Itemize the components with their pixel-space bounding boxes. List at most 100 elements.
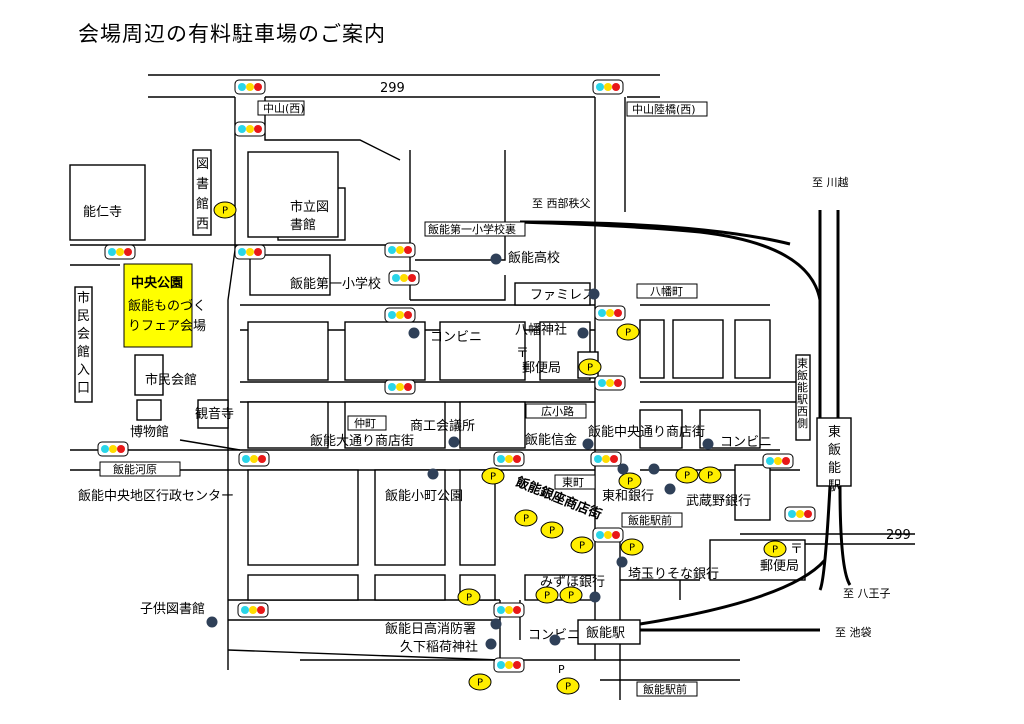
traffic-light-icon	[594, 305, 626, 321]
label-daiichi-school-ura: 飯能第一小学校裏	[428, 222, 516, 236]
landmark-dot-icon	[490, 618, 502, 630]
traffic-light-icon	[238, 451, 270, 467]
landmark-dot-icon	[485, 638, 497, 650]
parking-icon[interactable]: P	[481, 467, 505, 485]
traffic-light-icon	[592, 79, 624, 95]
landmark-dot-icon	[448, 436, 460, 448]
label-hanno-ekimae-2: 飯能駅前	[643, 682, 687, 696]
museum-building	[136, 399, 162, 421]
label-kodomo-library: 子供図書館	[140, 602, 205, 617]
svg-text:P: P	[466, 593, 472, 604]
label-civic-hall-entrance: 市民会館入口	[77, 290, 90, 396]
traffic-light-icon	[384, 307, 416, 323]
parking-icon[interactable]: P	[698, 466, 722, 484]
svg-text:P: P	[523, 514, 529, 525]
label-komachi-park: 飯能小町公園	[385, 489, 463, 504]
label-chuo-dori-shotengai: 飯能中央通り商店街	[588, 425, 705, 440]
label-gyosei-center: 飯能中央地区行政センター	[78, 489, 234, 504]
parking-icon[interactable]: P	[514, 509, 538, 527]
label-higashimachi: 東町	[562, 476, 584, 489]
svg-text:P: P	[707, 471, 713, 482]
traffic-light-icon	[784, 506, 816, 522]
label-convenience-2: コンビニ	[720, 435, 772, 450]
traffic-light-icon	[234, 244, 266, 260]
library-west-box	[192, 149, 212, 236]
traffic-light-icon	[590, 451, 622, 467]
parking-icon[interactable]: P	[616, 323, 640, 341]
landmark-dot-icon	[549, 634, 561, 646]
label-hachiman-shrine: 八幡神社	[515, 322, 567, 338]
landmark-dot-icon	[589, 591, 601, 603]
higashi-hanno-station-box[interactable]	[816, 417, 852, 487]
post-office-1-icon: 〒	[516, 346, 529, 361]
direction-kawagoe: 至 川越	[812, 175, 849, 189]
traffic-light-icon	[104, 244, 136, 260]
svg-text:P: P	[629, 543, 635, 554]
svg-text:P: P	[625, 328, 631, 339]
svg-text:P: P	[568, 591, 574, 602]
label-daiichi-school: 飯能第一小学校	[290, 276, 381, 292]
landmark-dot-icon	[588, 288, 600, 300]
hanno-station-box[interactable]	[577, 619, 641, 645]
parking-icon[interactable]: P	[675, 466, 699, 484]
civic-hall-building	[134, 354, 164, 396]
label-post-office-2: 郵便局	[760, 559, 799, 574]
parking-icon[interactable]: P	[535, 586, 559, 604]
landmark-dot-icon	[702, 438, 714, 450]
label-hachimancho: 八幡町	[650, 284, 683, 298]
svg-text:P: P	[565, 682, 571, 693]
label-post-office-1: 郵便局	[522, 361, 561, 376]
svg-text:P: P	[544, 591, 550, 602]
label-hanno-high: 飯能高校	[508, 250, 560, 266]
label-hanno-ekimae-1: 飯能駅前	[628, 513, 672, 527]
parking-icon[interactable]: P	[559, 586, 583, 604]
traffic-light-icon	[493, 602, 525, 618]
parking-icon[interactable]: P	[213, 201, 237, 219]
higashi-hanno-west-box	[795, 354, 811, 441]
parking-icon[interactable]: P	[618, 472, 642, 490]
svg-text:P: P	[579, 541, 585, 552]
route-299-top: 299	[380, 81, 405, 96]
traffic-light-icon	[762, 453, 794, 469]
label-nakayama-rikkyo-west: 中山陸橋(西)	[632, 102, 696, 116]
landmark-dot-icon	[664, 483, 676, 495]
traffic-light-icon	[388, 270, 420, 286]
label-nakamachi: 仲町	[354, 416, 376, 430]
parking-icon[interactable]: P	[556, 677, 580, 695]
traffic-light-icon	[493, 657, 525, 673]
label-musashino-bank: 武蔵野銀行	[686, 494, 751, 509]
route-299-east: 299	[886, 528, 911, 543]
label-chuo-park: 中央公園	[131, 275, 183, 291]
parking-icon[interactable]: P	[468, 673, 492, 691]
label-hirokoji: 広小路	[541, 405, 574, 418]
traffic-signals	[97, 79, 816, 673]
label-civic-hall: 市民会館	[145, 372, 197, 388]
landmark-dot-icon	[427, 468, 439, 480]
venue-highlight[interactable]	[123, 263, 193, 348]
landmark-dot-icon	[648, 463, 660, 475]
railway-lines	[519, 210, 852, 632]
parking-icon[interactable]: P	[620, 538, 644, 556]
landmark-dot-icon	[582, 438, 594, 450]
parking-icon[interactable]: P	[578, 358, 602, 376]
traffic-light-icon	[493, 451, 525, 467]
label-familymart: ファミレス	[530, 288, 595, 303]
parking-icon[interactable]: P	[457, 588, 481, 606]
post-office-2-icon: 〒	[790, 542, 803, 557]
traffic-light-icon	[97, 441, 129, 457]
intersection-labels: 中山(西) 中山陸橋(西) 飯能第一小学校裏 八幡町 仲町 広小路 東町 飯能駅…	[99, 100, 708, 697]
label-fire-station: 飯能日高消防署	[385, 621, 476, 637]
label-p-small: P	[558, 663, 565, 676]
svg-text:P: P	[490, 472, 496, 483]
map-title: 会場周辺の有料駐車場のご案内	[78, 22, 386, 46]
parking-icon[interactable]: P	[763, 540, 787, 558]
parking-icon[interactable]: P	[540, 521, 564, 539]
landmark-dot-icon	[617, 463, 629, 475]
svg-text:P: P	[684, 471, 690, 482]
label-city-library: 市立図書館	[290, 199, 329, 233]
label-hanno-shinkin: 飯能信金	[525, 432, 577, 448]
parking-icon[interactable]: P	[570, 536, 594, 554]
landmark-dot-icon	[616, 556, 628, 568]
label-towa-bank: 東和銀行	[602, 488, 654, 504]
